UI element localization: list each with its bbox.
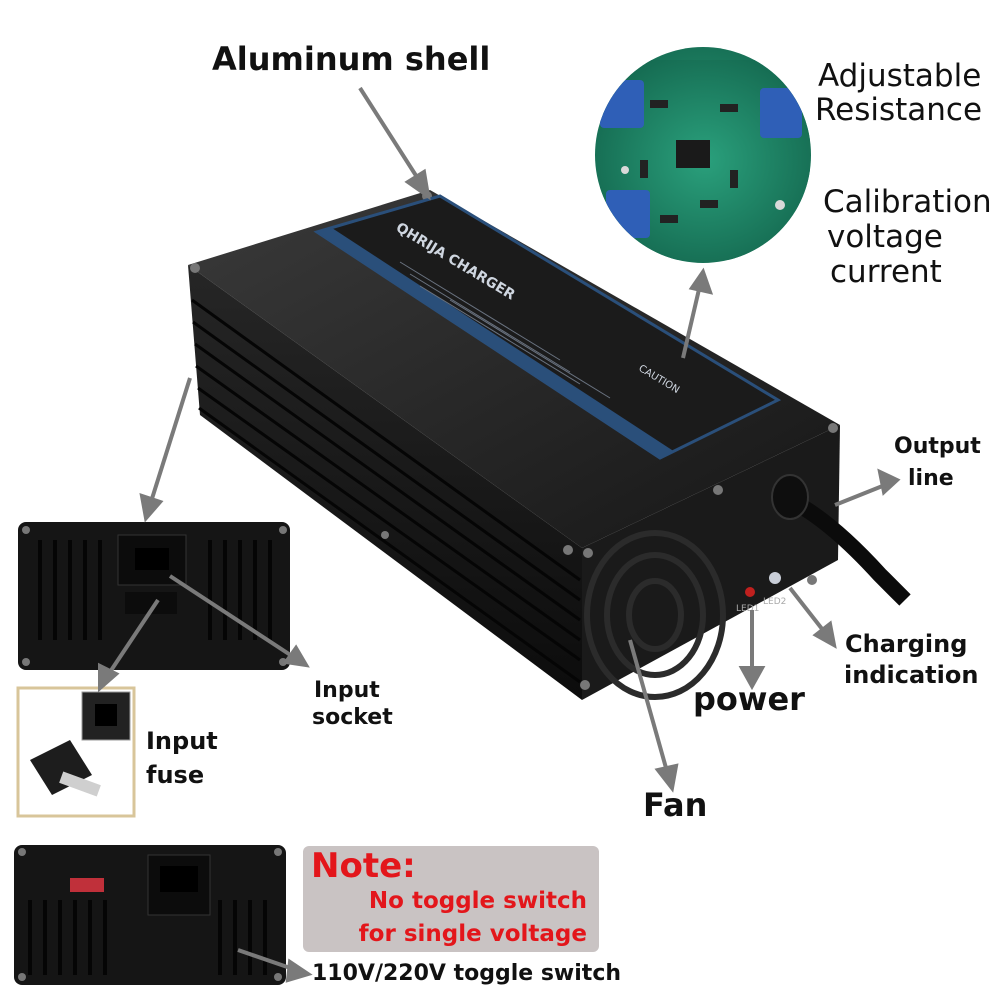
led1-indicator xyxy=(745,587,755,597)
back-panel-bottom xyxy=(14,845,286,985)
adjustable-label-line2: Resistance xyxy=(815,92,983,128)
callout-arrows xyxy=(98,86,901,983)
adjustable-label-line1: Adjustable xyxy=(818,58,982,94)
note-title: Note: xyxy=(311,846,416,886)
heat-fins xyxy=(191,298,581,684)
note-line-1: No toggle switch xyxy=(368,888,587,914)
note-line-2: for single voltage xyxy=(358,921,587,947)
note-box: Note: No toggle switch for single voltag… xyxy=(303,846,599,952)
input-socket-label-line1: Input xyxy=(314,678,380,703)
product-label-sticker: QHRIJA CHARGER CAUTION xyxy=(313,194,782,460)
charger-body xyxy=(188,190,911,700)
charging-indication-label-line2: indication xyxy=(844,661,979,689)
aluminum-shell-label: Aluminum shell xyxy=(212,40,491,78)
calibration-label-line1: Calibration xyxy=(823,184,992,220)
fuse-inset xyxy=(16,686,136,818)
input-socket-label-line2: socket xyxy=(312,705,393,730)
pcb-inset xyxy=(595,47,811,263)
output-line-label-line2: line xyxy=(908,466,954,491)
led1-label: LED1 xyxy=(736,604,759,614)
toggle-switch-label: 110V/220V toggle switch xyxy=(312,961,622,986)
calibration-label-line2: voltage xyxy=(827,219,943,255)
power-label: power xyxy=(693,680,805,718)
back-panel-top xyxy=(18,522,290,670)
output-line-label-line1: Output xyxy=(894,434,981,459)
input-fuse-label-line2: fuse xyxy=(146,761,205,789)
charging-indication-label-line1: Charging xyxy=(845,630,968,658)
led2-indicator xyxy=(769,572,781,584)
fan-label: Fan xyxy=(643,786,708,824)
led2-label: LED2 xyxy=(763,597,786,607)
calibration-label-line3: current xyxy=(830,254,942,290)
voltage-switch xyxy=(70,878,104,892)
fan-grill xyxy=(584,530,726,700)
input-fuse-label-line1: Input xyxy=(146,727,218,755)
